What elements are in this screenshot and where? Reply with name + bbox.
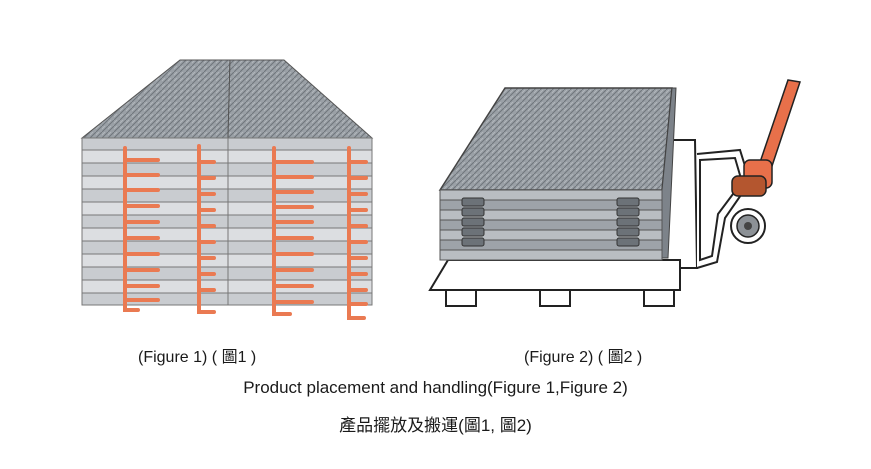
pallet-deck xyxy=(428,259,681,291)
main-caption: Product placement and handling(Figure 1,… xyxy=(243,378,628,397)
pallet-feet xyxy=(445,289,675,307)
pallet-stack-bands xyxy=(461,197,640,247)
pallet-jack-frame xyxy=(659,139,752,269)
pallet-stack-layers xyxy=(439,189,663,261)
pallet-stack-top xyxy=(438,87,673,191)
pallet-jack-handle xyxy=(731,79,801,197)
figure-1-caption: (Figure 1) ( 圖1 ) xyxy=(138,349,257,366)
pallet-jack-wheel xyxy=(730,208,766,244)
figure-2-caption: (Figure 2) ( 圖2 ) xyxy=(524,349,643,366)
orange-straps xyxy=(123,144,368,320)
chinese-caption: 產品擺放及搬運(圖1, 圖2) xyxy=(339,416,532,435)
